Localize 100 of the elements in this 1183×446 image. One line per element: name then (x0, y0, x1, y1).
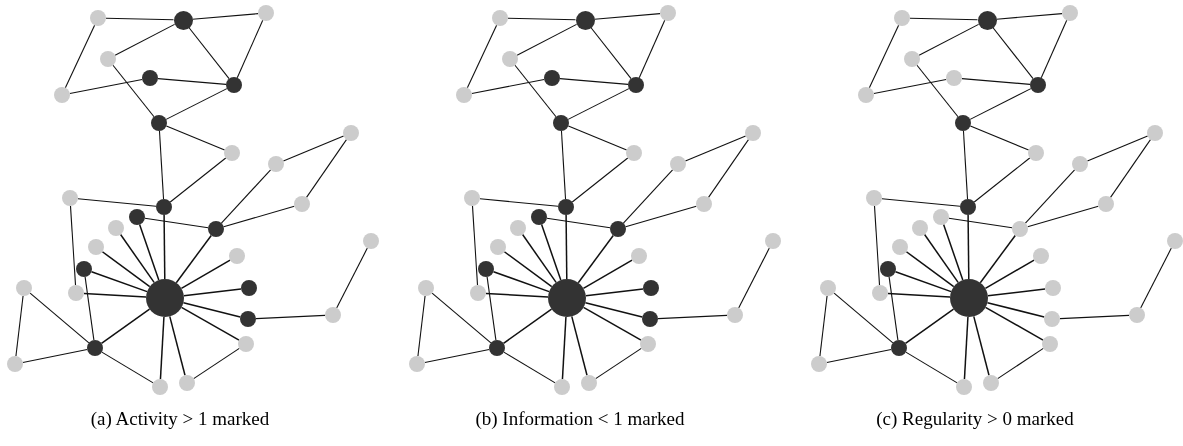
edge-line (595, 347, 642, 380)
edge-line (584, 301, 643, 318)
edge-line (180, 259, 231, 290)
edge-line (169, 315, 186, 376)
edge-line (183, 288, 242, 297)
edge-line (625, 205, 697, 228)
edge-line (826, 349, 892, 363)
edge-line (119, 233, 155, 284)
edge-line (306, 139, 347, 198)
edge-line (684, 135, 747, 162)
edge-line (1059, 314, 1130, 320)
edge-line (64, 24, 96, 89)
edge-line (424, 349, 490, 363)
edge-line (961, 78, 1031, 85)
edge-line (144, 217, 209, 229)
edge-line (83, 292, 147, 298)
edge-line (995, 13, 1063, 20)
edge-line (486, 276, 497, 341)
edge-line (708, 139, 749, 198)
edge-line (916, 64, 959, 118)
edge-line (101, 251, 151, 288)
edge-line (657, 314, 728, 320)
edge-line (868, 24, 900, 89)
edge-line (577, 234, 614, 284)
edge-line (503, 351, 556, 384)
edge-line (336, 247, 368, 309)
edge-line (969, 125, 1030, 151)
edge-line (77, 198, 157, 207)
edge-line (973, 315, 990, 376)
edge-line (992, 26, 1034, 80)
edge-line (503, 251, 553, 288)
edge-line (507, 17, 577, 21)
edge-line (22, 349, 88, 363)
edge-line (969, 88, 1032, 120)
edge-line (819, 295, 828, 357)
subfigure-caption: (a) Activity > 1 marked (90, 409, 270, 428)
edge-line (873, 205, 881, 286)
edge-line (105, 17, 175, 21)
edge-line (466, 24, 498, 89)
edge-line (973, 157, 1031, 203)
edge-line (471, 78, 545, 95)
edge-line (979, 234, 1016, 284)
edge-line (888, 276, 899, 341)
edge-line (904, 308, 955, 345)
edge-line (585, 288, 644, 297)
edge-line (165, 125, 226, 151)
edge-line (514, 64, 557, 118)
edge-line (492, 270, 550, 293)
edge-line (909, 17, 979, 21)
edge-line (138, 223, 160, 281)
edge-line (567, 88, 630, 120)
edge-line (881, 198, 961, 207)
edge-line (923, 233, 959, 284)
edge-line (191, 13, 259, 20)
edge-line (967, 214, 970, 280)
edge-line (282, 135, 345, 162)
edge-line (567, 125, 628, 151)
edge-line (255, 314, 326, 320)
edge-line (220, 169, 272, 224)
edge-line (1110, 139, 1151, 198)
edge-line (157, 78, 227, 85)
edge-line (963, 316, 969, 380)
edge-line (540, 223, 562, 281)
subfigure-caption: (c) Regularity > 0 marked (876, 409, 1074, 428)
edge-line (1024, 169, 1076, 224)
edge-line (69, 78, 143, 95)
edge-line (431, 292, 492, 344)
edge-line (546, 217, 611, 229)
edge-line (833, 292, 894, 344)
edge-line (905, 251, 955, 288)
edge-line (565, 214, 568, 280)
edge-line (559, 78, 629, 85)
edge-line (29, 292, 90, 344)
edge-line (236, 19, 264, 79)
edge-line (169, 157, 227, 203)
edge-line (997, 347, 1044, 380)
edge-line (962, 130, 969, 200)
edge-line (571, 315, 588, 376)
edge-line (158, 130, 165, 200)
edge-line (582, 259, 633, 290)
edge-line (873, 78, 947, 95)
edge-line (193, 347, 240, 380)
edge-line (188, 26, 230, 80)
edge-line (948, 217, 1013, 229)
edge-line (560, 130, 567, 200)
edge-line (987, 288, 1046, 297)
edge-line (502, 308, 553, 345)
edge-line (894, 270, 952, 293)
edge-line (1140, 247, 1172, 309)
edge-line (984, 259, 1035, 290)
edge-line (887, 292, 951, 298)
edge-line (165, 88, 228, 120)
edge-line (15, 295, 24, 357)
edge-line (1040, 19, 1068, 79)
edge-line (571, 157, 629, 203)
edge-line (69, 205, 77, 286)
edge-line (516, 23, 578, 56)
subfigure-caption: (b) Information < 1 marked (475, 409, 685, 428)
edge-line (175, 234, 212, 284)
edge-line (1086, 135, 1149, 162)
